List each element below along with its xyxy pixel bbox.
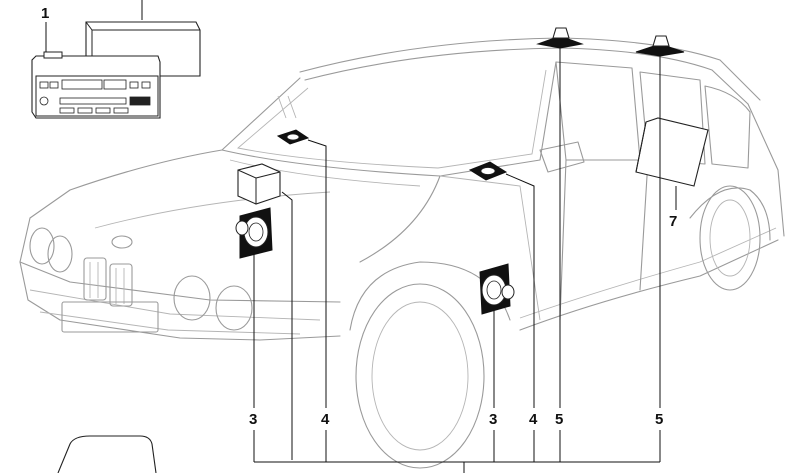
dashboard-tweeter-left [276,129,310,145]
callout-3-left: 3 [249,411,257,428]
leader-lines [45,0,677,473]
roof-antenna-rear [635,35,685,57]
callout-7: 7 [669,213,677,230]
radio-cassette-unit [31,51,161,119]
dashboard-tweeter-right [468,161,508,181]
roof-antenna-front [536,27,584,49]
crossover-box [237,163,281,205]
callout-5-front: 5 [555,411,563,428]
callout-labels: 1 3 4 3 4 5 5 7 [41,5,677,428]
rear-module-box [635,117,709,187]
callout-4-right: 4 [529,411,538,428]
partial-part-bottom [57,435,157,473]
door-speaker-right [479,263,515,315]
door-speaker-left [235,207,273,259]
callout-3-right: 3 [489,411,497,428]
callout-1: 1 [41,5,49,22]
callout-4-left: 4 [321,411,330,428]
callout-5-rear: 5 [655,411,663,428]
